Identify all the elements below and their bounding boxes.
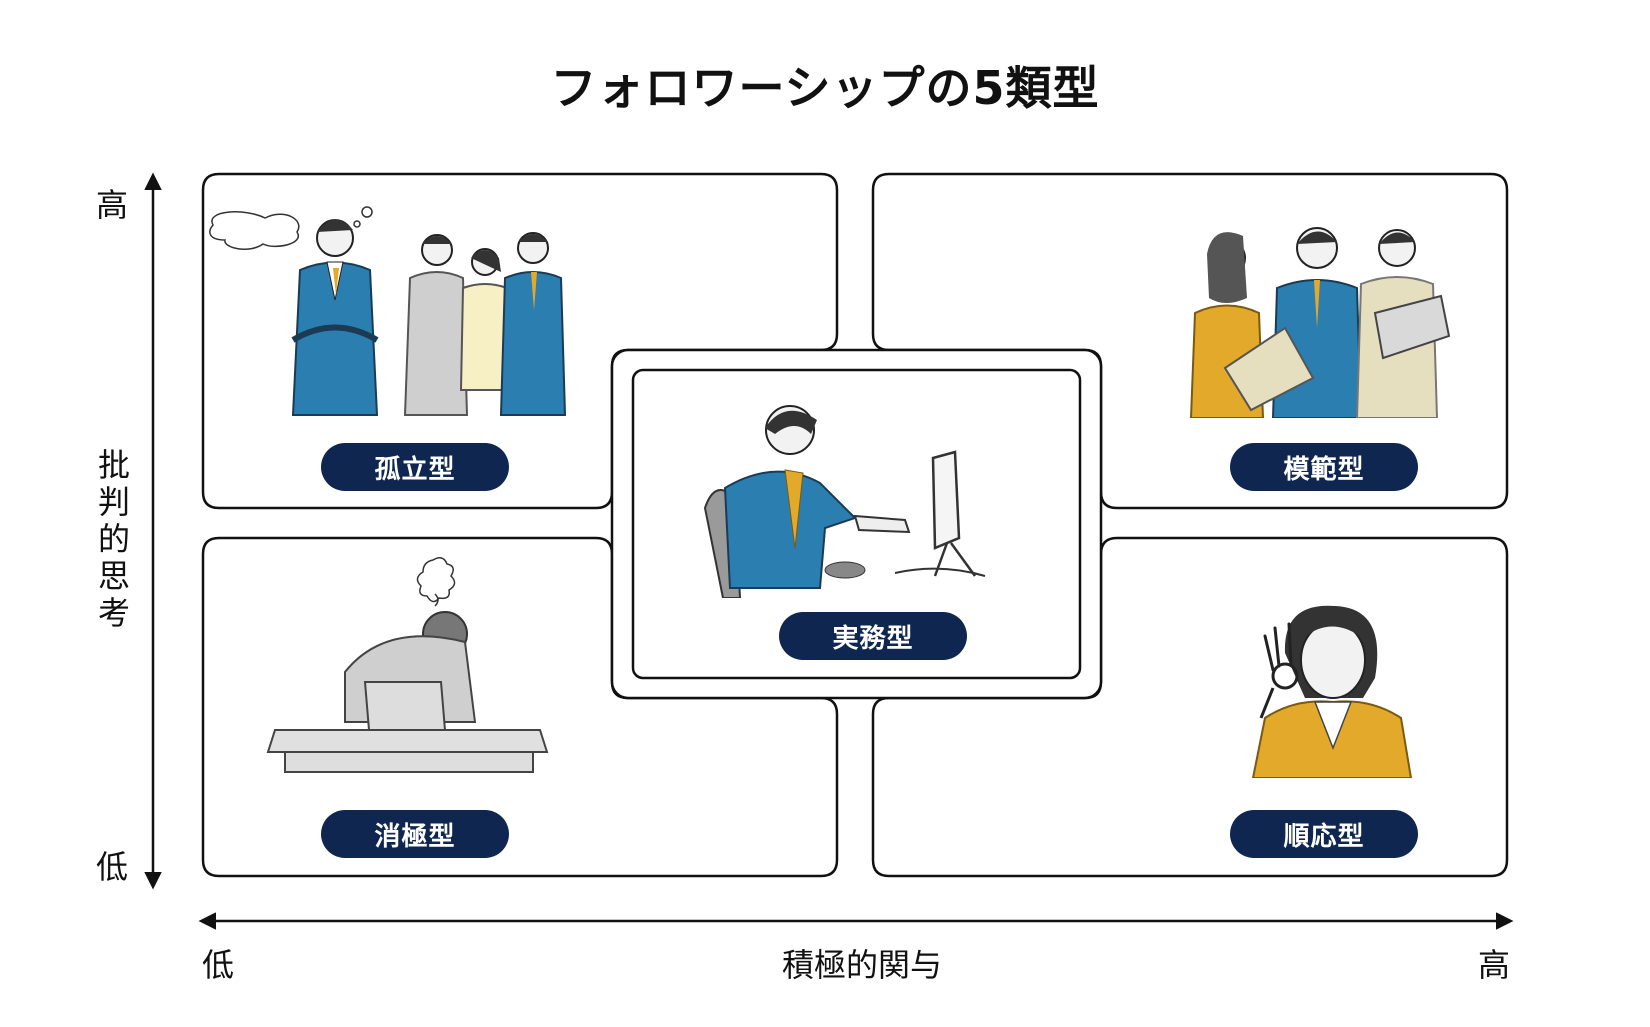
isolated-illustration	[209, 206, 567, 416]
x-axis-label: 積極的関与	[781, 946, 942, 984]
passive-illustration	[266, 557, 549, 773]
x-axis-high: 高	[1478, 946, 1511, 984]
conformist-illustration	[1251, 605, 1413, 778]
label-passive: 消極型	[321, 810, 509, 858]
y-axis-high: 高	[96, 186, 129, 224]
page-title: フォロワーシップの5類型	[550, 61, 1100, 115]
label-isolated: 孤立型	[321, 443, 509, 491]
y-axis-label-text: 批判的思考	[97, 446, 130, 632]
exemplary-illustration	[1189, 227, 1451, 418]
label-exemplary: 模範型	[1230, 443, 1418, 491]
y-axis-low: 低	[96, 848, 129, 886]
y-axis-label: 批判的思考	[94, 447, 134, 632]
label-pragmatist: 実務型	[779, 612, 967, 660]
label-conformist: 順応型	[1230, 810, 1418, 858]
x-axis-low: 低	[202, 946, 235, 984]
pragmatist-illustration	[703, 405, 986, 598]
